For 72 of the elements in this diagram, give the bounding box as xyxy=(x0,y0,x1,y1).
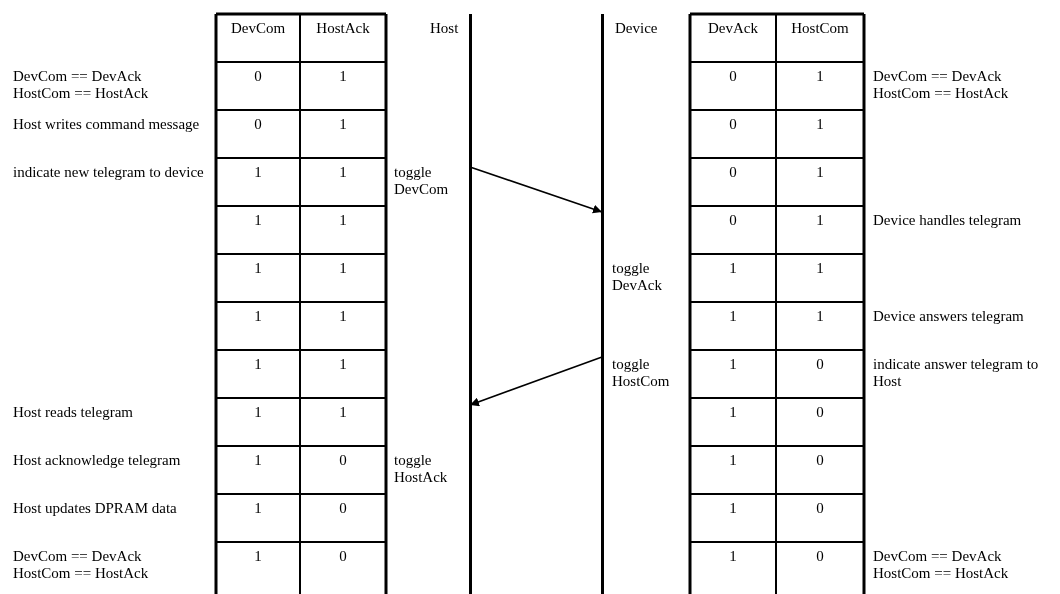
column-header: HostAck xyxy=(316,20,370,36)
bit-value: 1 xyxy=(729,308,737,324)
note-text: HostCom == HostAck xyxy=(13,565,149,582)
bit-value: 0 xyxy=(816,356,824,372)
note-text: Host reads telegram xyxy=(13,404,133,421)
bit-value: 0 xyxy=(254,116,262,132)
bit-value: 0 xyxy=(816,500,824,516)
bit-value: 0 xyxy=(729,212,737,228)
bit-value: 1 xyxy=(729,404,737,420)
bit-value: 1 xyxy=(339,212,347,228)
bit-value: 1 xyxy=(729,452,737,468)
bit-value: 1 xyxy=(816,260,824,276)
note-text: Device handles telegram xyxy=(873,212,1022,229)
note-text: HostCom == HostAck xyxy=(873,565,1009,582)
column-header: HostCom xyxy=(791,20,849,36)
bit-value: 1 xyxy=(339,68,347,84)
bit-value: 1 xyxy=(254,260,262,276)
action-label: toggle HostAck xyxy=(394,452,449,486)
lifeline-title: Host xyxy=(430,20,459,37)
note-text: DevCom == DevAck xyxy=(13,68,142,85)
bit-value: 1 xyxy=(729,356,737,372)
note-text: Host acknowledge telegram xyxy=(13,452,181,469)
note-text: HostCom == HostAck xyxy=(13,85,149,102)
bit-value: 0 xyxy=(339,548,347,564)
bit-value: 1 xyxy=(254,500,262,516)
bit-value: 0 xyxy=(816,404,824,420)
column-header: DevAck xyxy=(708,20,758,36)
note-text: Device answers telegram xyxy=(873,308,1024,325)
bit-value: 1 xyxy=(729,260,737,276)
bit-value: 0 xyxy=(254,68,262,84)
bit-value: 1 xyxy=(339,308,347,324)
bit-value: 1 xyxy=(254,308,262,324)
bit-value: 1 xyxy=(339,260,347,276)
bit-value: 1 xyxy=(254,212,262,228)
note-text: DevCom == DevAck xyxy=(873,548,1002,565)
action-label: toggle DevCom xyxy=(394,164,450,198)
message-arrow xyxy=(469,166,603,214)
bit-value: 0 xyxy=(816,548,824,564)
bit-value: 1 xyxy=(339,116,347,132)
note-text: indicate new telegram to device xyxy=(13,164,204,181)
bit-value: 1 xyxy=(254,404,262,420)
bit-value: 0 xyxy=(729,164,737,180)
bit-value: 1 xyxy=(339,164,347,180)
bit-value: 1 xyxy=(729,500,737,516)
note-text: indicate answer telegram to Host xyxy=(873,356,1040,390)
bit-value: 1 xyxy=(254,548,262,564)
bit-value: 0 xyxy=(339,500,347,516)
bit-value: 1 xyxy=(254,164,262,180)
bit-value: 1 xyxy=(254,356,262,372)
action-label: toggle DevAck xyxy=(612,260,663,294)
note-text: Host writes command message xyxy=(13,116,200,133)
bit-value: 0 xyxy=(816,452,824,468)
bit-value: 1 xyxy=(339,404,347,420)
bit-value: 1 xyxy=(816,164,824,180)
note-text: HostCom == HostAck xyxy=(873,85,1009,102)
note-text: DevCom == DevAck xyxy=(873,68,1002,85)
action-label: toggle HostCom xyxy=(612,356,671,390)
note-text: DevCom == DevAck xyxy=(13,548,142,565)
bit-value: 0 xyxy=(339,452,347,468)
column-header: DevCom xyxy=(230,20,286,36)
lifeline-title: Device xyxy=(615,20,658,37)
bit-value: 1 xyxy=(729,548,737,564)
bit-value: 1 xyxy=(339,356,347,372)
bit-value: 0 xyxy=(729,116,737,132)
bit-value: 1 xyxy=(254,452,262,468)
message-arrow xyxy=(469,356,603,407)
bit-value: 1 xyxy=(816,68,824,84)
note-text: Host updates DPRAM data xyxy=(13,500,177,517)
bit-value: 1 xyxy=(816,308,824,324)
bit-value: 1 xyxy=(816,116,824,132)
bit-value: 0 xyxy=(729,68,737,84)
bit-value: 1 xyxy=(816,212,824,228)
